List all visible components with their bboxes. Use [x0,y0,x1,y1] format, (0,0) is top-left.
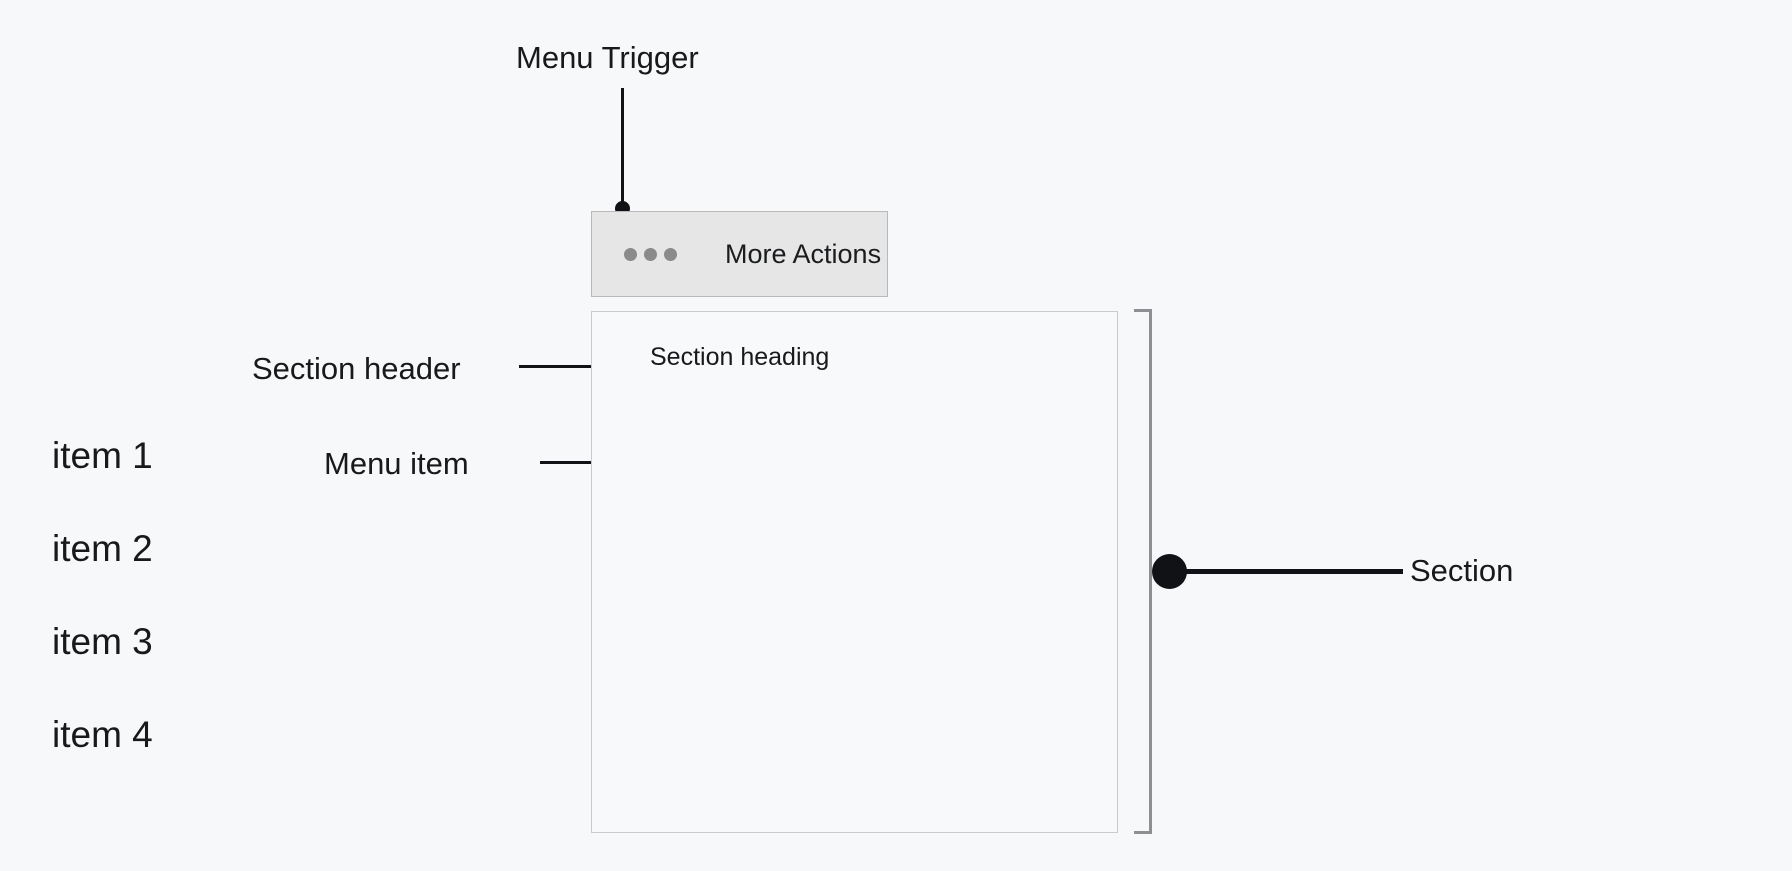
menu-item[interactable]: item 4 [52,714,153,755]
annotation-label-section-header: Section header [252,351,461,386]
leader-line-menu-trigger [621,88,624,208]
leader-line-section [1168,569,1403,574]
menu-section-heading: Section heading [650,343,830,371]
annotation-label-menu-trigger: Menu Trigger [516,40,699,75]
annotation-label-section: Section [1410,553,1514,588]
menu-trigger-label: More Actions [725,238,882,269]
menu-item[interactable]: item 1 [52,435,153,476]
section-bracket [1134,309,1152,834]
leader-line-menu-item [540,461,635,464]
menu-item[interactable]: item 2 [52,528,153,569]
menu-trigger-button[interactable]: More Actions [591,211,888,297]
annotation-label-menu-item: Menu item [324,446,469,481]
menu-panel: Section heading [591,311,1118,833]
leader-line-section-header [519,365,636,368]
menu-item[interactable]: item 3 [52,621,153,662]
three-dots-icon [624,247,677,261]
